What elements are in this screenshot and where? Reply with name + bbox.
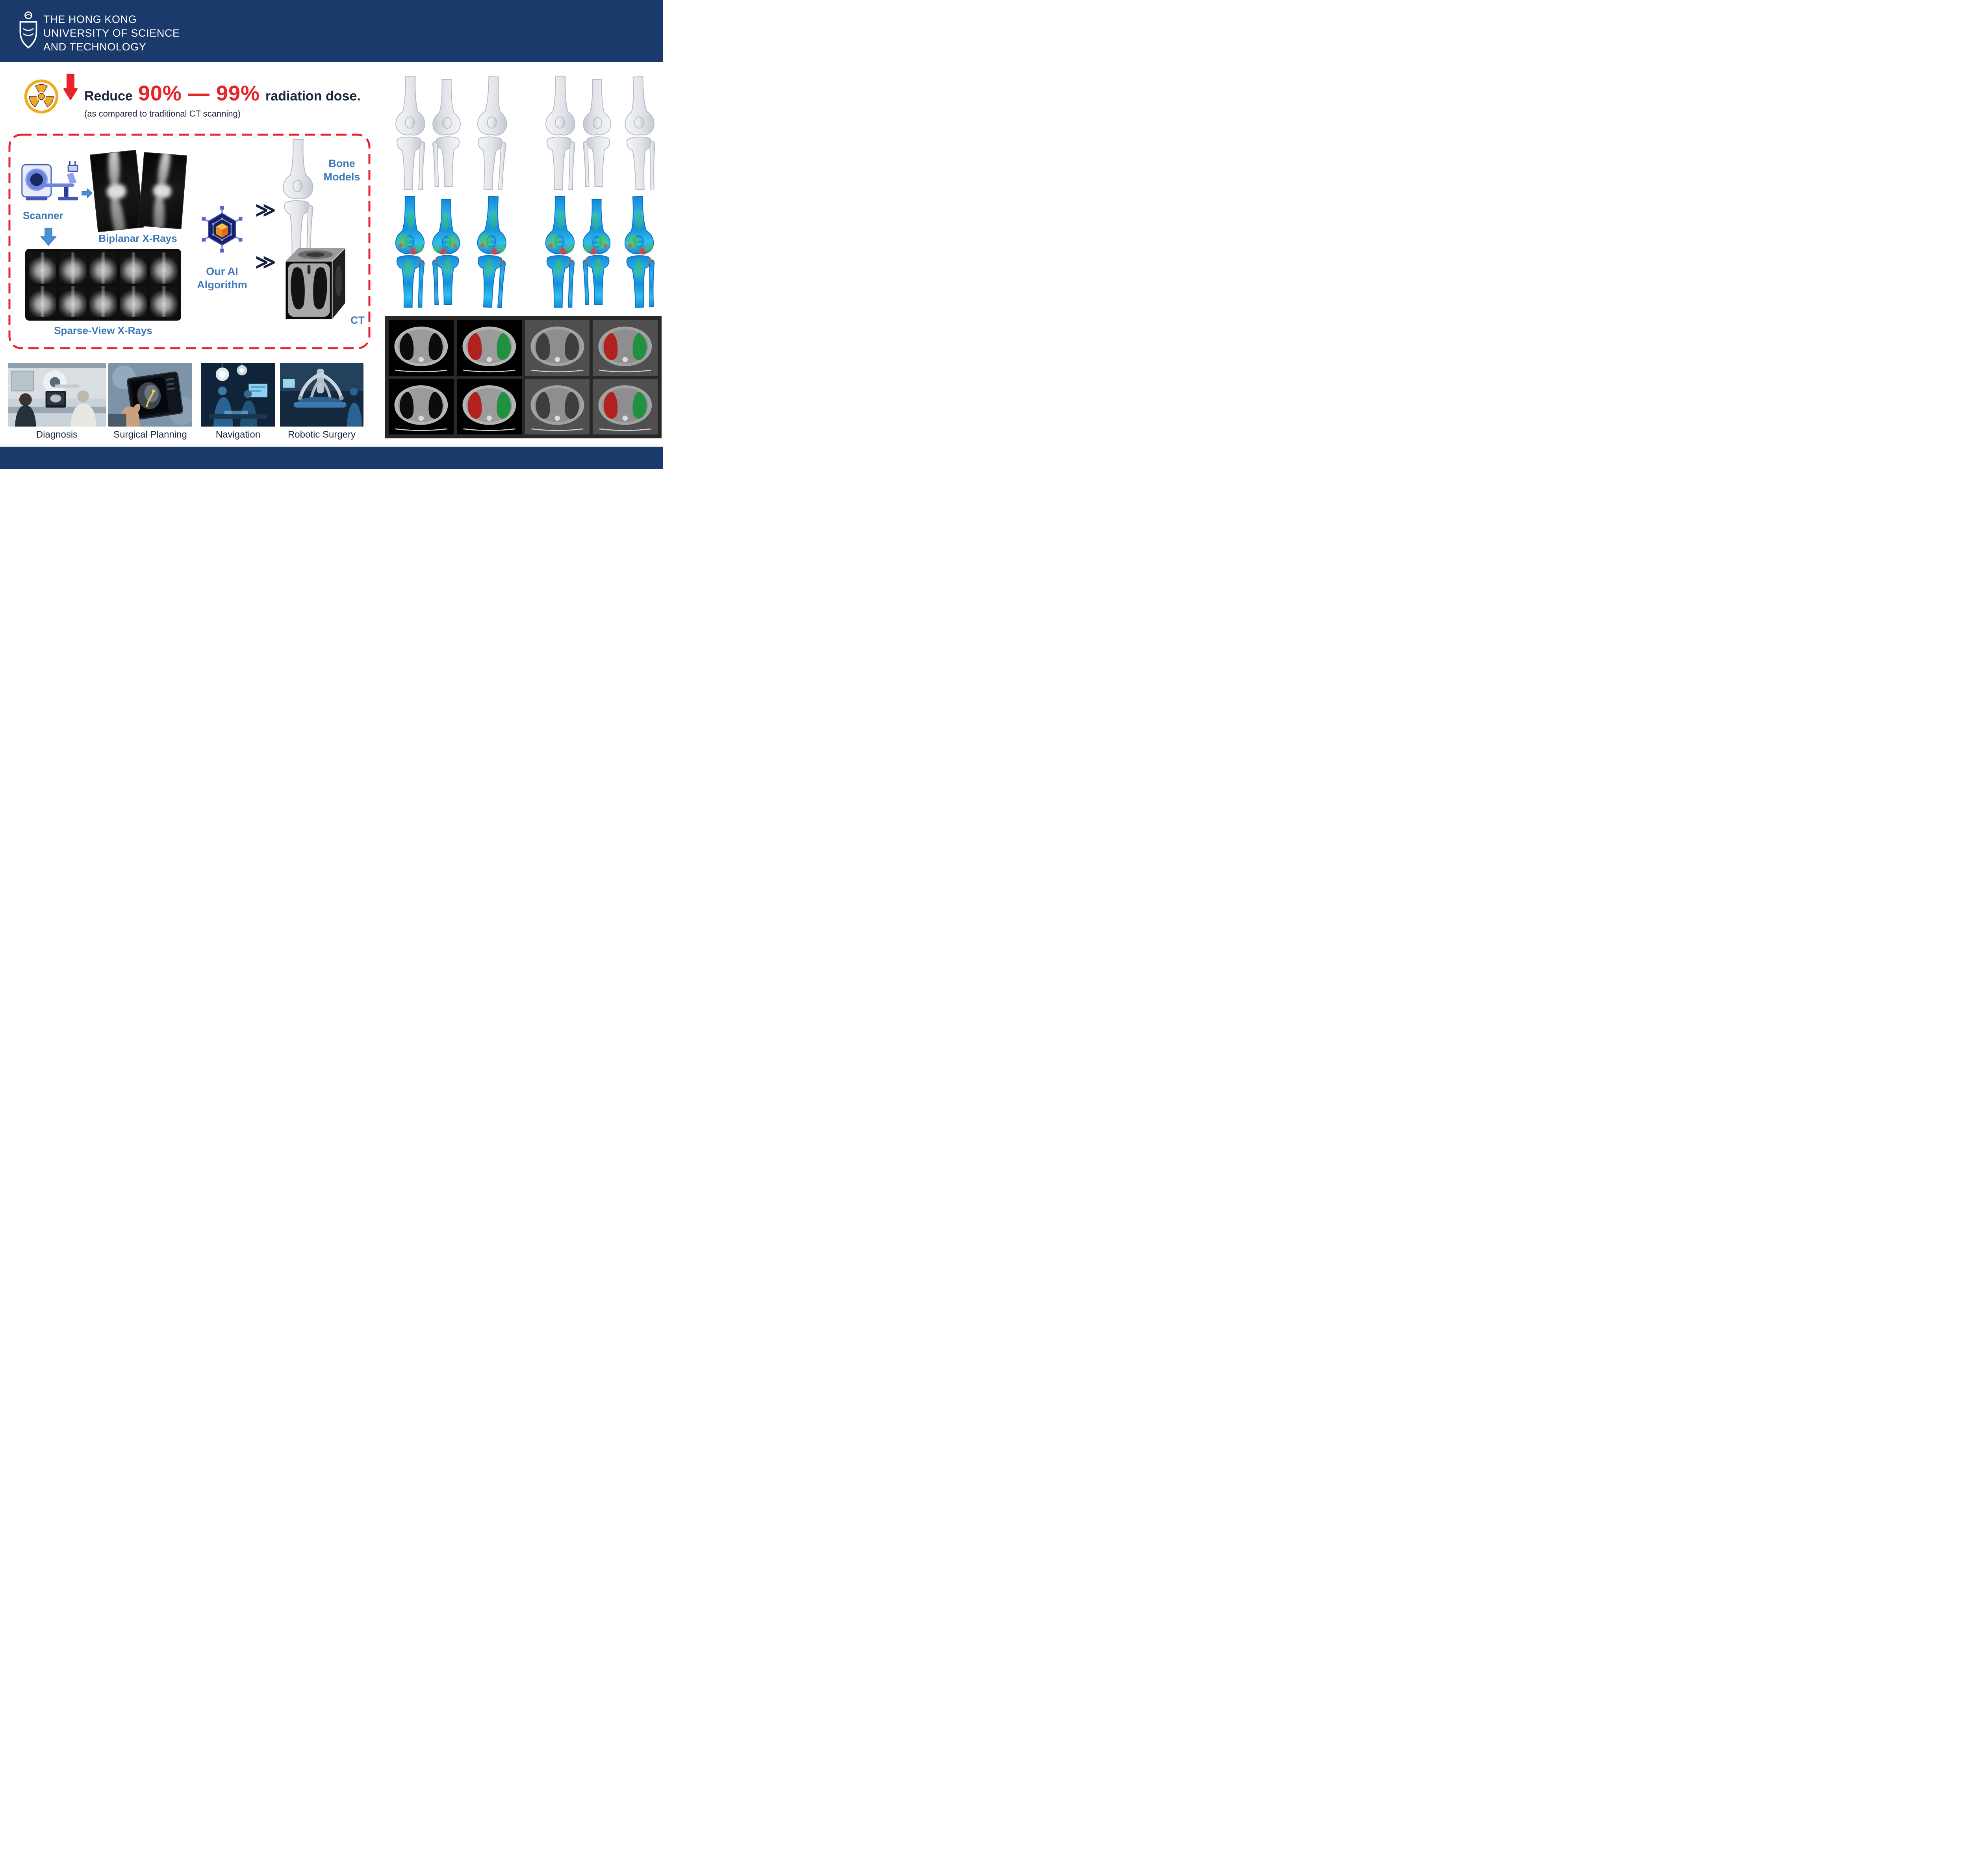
university-name-line2: UNIVERSITY OF SCIENCE <box>43 27 180 39</box>
ct-slice-segmented <box>456 379 522 434</box>
bone-model-render <box>623 76 656 190</box>
bone-heatmap-render <box>623 196 656 308</box>
scanner-label: Scanner <box>23 210 63 221</box>
biplanar-label: Biplanar X-Rays <box>98 232 177 244</box>
sparse-xray-thumbnail <box>29 252 56 284</box>
bone-heatmap-render <box>432 199 460 305</box>
sparse-xray-thumbnail <box>89 252 117 284</box>
biplanar-xray-right-image <box>138 152 187 230</box>
chevron-to-ct-icon: ≫ <box>255 251 276 273</box>
ct-slice-gray-lowcontrast <box>525 320 590 376</box>
biplanar-xray-left-image <box>89 150 145 232</box>
photo-navigation <box>201 363 275 427</box>
photo-robotic-surgery <box>280 363 363 427</box>
bone-model-output-render <box>283 139 313 254</box>
caption-diagnosis: Diagnosis <box>36 429 78 440</box>
ct-volume-output-image <box>286 248 346 319</box>
caption-robotic-surgery: Robotic Surgery <box>287 429 356 440</box>
headline-range: 90% — 99% <box>138 82 260 105</box>
sparse-xray-thumbnail <box>59 286 87 317</box>
headline: Reduce 90% — 99% radiation dose. <box>84 81 361 106</box>
ct-slice-segmented <box>593 320 658 376</box>
ct-scanner-icon <box>21 161 78 200</box>
university-name-line1: THE HONG KONG <box>43 13 137 25</box>
headline-reduce: Reduce <box>84 89 133 104</box>
university-name: THE HONG KONG UNIVERSITY OF SCIENCE AND … <box>43 13 180 54</box>
headline-tail: radiation dose. <box>265 89 361 104</box>
sparse-xray-thumbnail <box>120 252 147 284</box>
bone-model-render <box>475 76 508 190</box>
ct-slice-gray-lowcontrast <box>525 379 590 434</box>
headline-note: (as compared to traditional CT scanning) <box>84 109 241 119</box>
caption-surgical-planning: Surgical Planning <box>113 429 187 440</box>
dose-reduction-arrow-icon <box>63 74 78 100</box>
sparse-view-xray-grid <box>25 249 181 321</box>
ai-algorithm-label: Our AI Algorithm <box>197 265 247 291</box>
arrow-down-icon <box>40 228 57 246</box>
ai-algorithm-icon <box>202 206 243 253</box>
university-name-line3: AND TECHNOLOGY <box>43 41 146 53</box>
sparse-xray-thumbnail <box>89 286 117 317</box>
ct-slice-segmented <box>456 320 522 376</box>
photo-surgical-planning <box>108 363 192 427</box>
caption-navigation: Navigation <box>215 429 261 440</box>
poster-root: THE HONG KONG UNIVERSITY OF SCIENCE AND … <box>0 0 663 469</box>
arrow-right-icon <box>82 188 93 199</box>
bone-heatmap-render <box>475 196 508 308</box>
ct-slice-gray <box>389 320 454 376</box>
ct-slice-segmented <box>593 379 658 434</box>
bone-heatmap-gallery <box>387 194 662 309</box>
sparse-xray-thumbnail <box>120 286 147 317</box>
pipeline-dashed-outline <box>8 134 371 349</box>
sparse-xray-thumbnail <box>29 286 56 317</box>
sparse-xray-thumbnail <box>150 286 178 317</box>
photo-diagnosis <box>8 363 106 427</box>
sparse-xray-thumbnail <box>59 252 87 284</box>
bone-heatmap-render <box>583 199 610 305</box>
bone-model-render <box>432 80 460 187</box>
ct-segmentation-panel <box>385 316 662 438</box>
header-bar: THE HONG KONG UNIVERSITY OF SCIENCE AND … <box>0 0 663 62</box>
radiation-icon <box>24 79 59 114</box>
footer-bar <box>0 447 663 469</box>
sparse-view-label: Sparse-View X-Rays <box>54 325 152 336</box>
ct-label: CT <box>350 314 365 326</box>
ct-slice-gray <box>389 379 454 434</box>
bone-models-label: Bone Models <box>323 158 360 183</box>
sparse-xray-thumbnail <box>150 252 178 284</box>
chevron-to-bone-icon: ≫ <box>255 199 276 221</box>
bone-model-render <box>583 80 611 187</box>
bone-models-gallery <box>387 72 662 194</box>
hkust-logo-icon <box>19 11 37 49</box>
